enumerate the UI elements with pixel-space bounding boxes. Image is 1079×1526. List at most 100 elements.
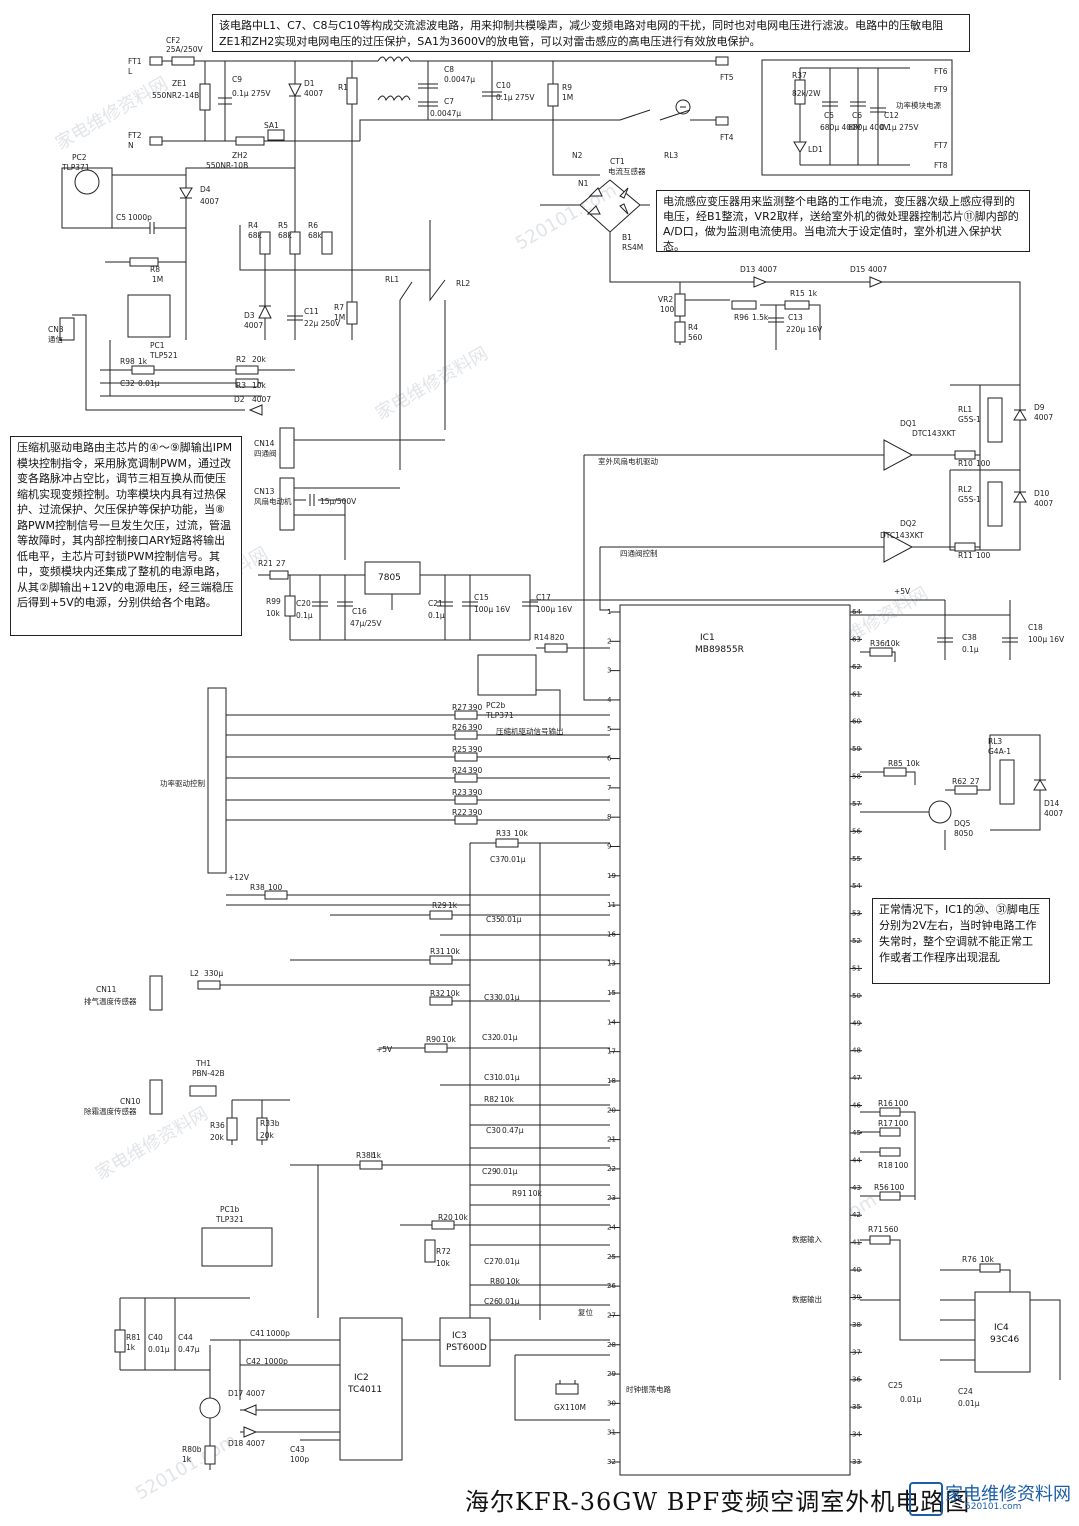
- label-r22-val: 390: [468, 808, 483, 817]
- label-d3-val: 4007: [244, 321, 263, 330]
- label-d10-val: 4007: [1034, 499, 1053, 508]
- optocoupler-pc2b: [477, 654, 537, 696]
- resistor-r21: [269, 570, 289, 580]
- connector-cn10: [149, 1079, 163, 1115]
- label-sa1: SA1: [264, 121, 279, 130]
- label-rl2-top: RL2: [456, 279, 470, 288]
- ic1-pins-right: 6463626160595857565554535251504948474645…: [850, 608, 862, 1466]
- label-dq5-val: 8050: [954, 829, 973, 838]
- label-r20-val: 10k: [454, 1213, 469, 1222]
- label-c37-val: 0.01μ: [504, 855, 526, 864]
- label-r85: R85: [888, 759, 903, 768]
- label-c26-val: 0.01μ: [498, 1297, 520, 1306]
- label-rl1: RL1: [958, 405, 972, 414]
- label-c24: C24: [958, 1387, 973, 1396]
- label-r99: R99: [266, 597, 281, 606]
- resistor-r4-sense: [674, 321, 686, 343]
- label-r20: R20: [438, 1213, 453, 1222]
- label-r98-val: 1k: [138, 357, 148, 366]
- label-plus12v: +12V: [228, 873, 250, 882]
- label-c5-comm-val: 1000p: [128, 213, 152, 222]
- capacitors-c8-c7: [418, 61, 438, 120]
- resistor-r27: [454, 710, 478, 720]
- ic1-name: IC1: [700, 633, 715, 643]
- label-power-drive: 功率驱动控制: [160, 778, 205, 788]
- label-c25-val: 0.01μ: [900, 1395, 922, 1404]
- resistor-r25: [454, 752, 478, 762]
- label-r2-val: 20k: [252, 355, 267, 364]
- transistor-dq1: [883, 439, 914, 471]
- resistor-r16: [879, 1107, 901, 1117]
- resistor-r33b: [256, 1117, 268, 1141]
- label-r72: R72: [436, 1247, 451, 1256]
- label-c35-val: 0.01μ: [500, 915, 522, 924]
- label-r2: R2: [236, 355, 246, 364]
- resistor-r72: [424, 1239, 436, 1263]
- label-r17-val: 100: [894, 1119, 909, 1128]
- label-vr2: VR2: [658, 295, 673, 304]
- label-r85-val: 10k: [906, 759, 921, 768]
- mains-filter-section: FT1 L FT2 N CF2 25A/250V ZE1 550NR2-14B …: [128, 36, 734, 340]
- label-r7: R7: [334, 303, 344, 312]
- label-r23: R23: [452, 788, 467, 797]
- label-c32-comm-val: 0.01μ: [138, 379, 160, 388]
- resistor-r37: [794, 79, 806, 105]
- label-r25: R25: [452, 745, 467, 754]
- label-c17: C17: [536, 593, 551, 602]
- label-d13: D13: [740, 265, 756, 274]
- filter-circuit-note: 该电路中L1、C7、C8与C10等构成交流滤波电路，用来抑制共模噪声，减少变频电…: [212, 14, 970, 52]
- sensor-input-section: R33 10k C37 0.01μ R38 100 R29 1k C35 0.0…: [84, 829, 610, 1320]
- label-c27: C27: [484, 1257, 499, 1266]
- label-cf2-val: 25A/250V: [166, 45, 204, 54]
- label-c5: C5: [824, 111, 834, 120]
- label-fan-cap: 15μ/500V: [320, 497, 357, 506]
- resistor-r20: [431, 1220, 455, 1230]
- label-c12-val: 0.1μ 275V: [880, 123, 919, 132]
- crystal-gx1: [555, 1383, 579, 1395]
- label-c7-val: 0.0047μ: [430, 109, 461, 118]
- label-r18-val: 100: [894, 1161, 909, 1170]
- resistor-r80b: [204, 1445, 216, 1465]
- ic2-body: [339, 1317, 403, 1461]
- label-r4-val: 68k: [248, 231, 263, 240]
- lower-left-section: PC1b TLP321 IC2 TC4011 IC3 PST600D R81 1…: [114, 1165, 671, 1470]
- resistor-r1: [346, 77, 358, 105]
- compressor-drive-note: 压缩机驱动电路由主芯片的④～⑨脚输出IPM模块控制指令，采用脉宽调制PWM，通过…: [10, 436, 242, 636]
- diode-d17: [242, 1404, 257, 1416]
- resistor-r10: [954, 450, 976, 460]
- label-c43-val: 100p: [290, 1455, 309, 1464]
- connector-cn14: [279, 427, 295, 469]
- label-r9: R9: [562, 83, 572, 92]
- label-r62: R62: [952, 777, 967, 786]
- resistor-r22: [454, 815, 478, 825]
- label-ic3-val: PST600D: [446, 1343, 487, 1353]
- label-d15-val: 4007: [868, 265, 887, 274]
- label-r18: R18: [878, 1161, 893, 1170]
- resistor-r29: [429, 910, 453, 920]
- label-ft1-sub: L: [128, 67, 133, 76]
- label-r90: R90: [426, 1035, 441, 1044]
- label-r26-val: 390: [468, 723, 483, 732]
- label-ct1-val: 电流互感器: [608, 166, 646, 176]
- resistor-r23: [454, 795, 478, 805]
- label-d9-val: 4007: [1034, 413, 1053, 422]
- label-r96: R96: [734, 313, 749, 322]
- label-r3: R3: [236, 381, 246, 390]
- label-c15: C15: [474, 593, 489, 602]
- diode-d13: [753, 276, 768, 288]
- label-module-supply: 功率模块电源: [896, 100, 941, 110]
- label-rl2-val: G5S-1: [958, 495, 981, 504]
- label-r96-val: 1.5k: [752, 313, 769, 322]
- resistor-r33: [495, 838, 519, 848]
- relay-driver-section: RL1 G5S-1 D9 4007 RL2 G5S-1 D10 4007 DQ1…: [254, 384, 1053, 701]
- ic1-pin-label: 9: [607, 842, 611, 850]
- label-c21: C21: [428, 599, 443, 608]
- thermistor-th1: [189, 1085, 217, 1097]
- label-d13-val: 4007: [758, 265, 777, 274]
- label-r76-val: 10k: [980, 1255, 995, 1264]
- label-ft7: FT7: [934, 141, 948, 150]
- label-r82-val: 10k: [500, 1095, 515, 1104]
- label-c5-val: 680μ 400V: [820, 123, 862, 132]
- resistor-r5: [289, 231, 301, 255]
- label-r3-val: 10k: [252, 381, 267, 390]
